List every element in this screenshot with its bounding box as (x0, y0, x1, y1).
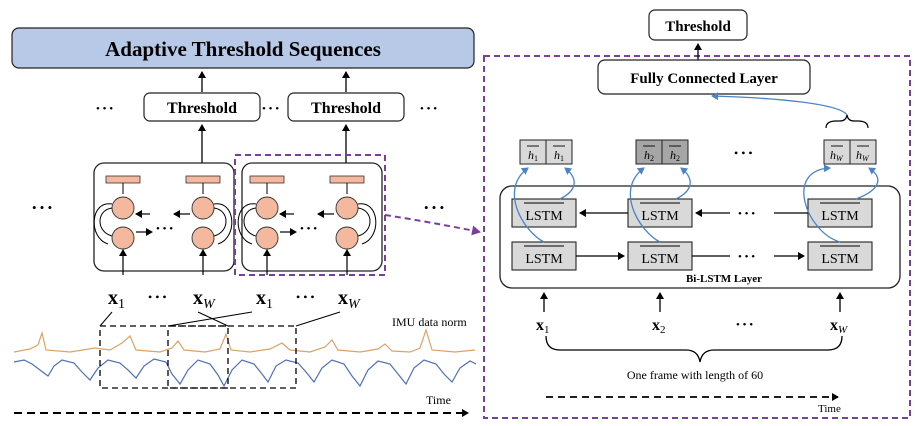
lstm-f-w (807, 241, 873, 271)
left-time-label: Time (426, 393, 451, 407)
hidden-state-w: hW hW (823, 139, 877, 165)
hidden-state-1: h1 h1 (519, 139, 573, 165)
input-ellipsis-1: • • • (148, 290, 167, 304)
left-panel: Adaptive Threshold Sequences • • • Thres… (11, 27, 481, 417)
left-ellipsis-2: • • • (262, 103, 279, 115)
input-x1-b: x1 (256, 287, 273, 312)
svg-text:h2: h2 (644, 148, 654, 163)
right-input-xw: xW (830, 317, 848, 336)
hidden-state-2: h2 h2 (635, 139, 689, 165)
lstm-f-2 (627, 241, 693, 271)
left-ellipsis-1: • • • (96, 103, 113, 115)
window-box-1 (99, 325, 229, 389)
bilstm-label: Bi-LSTM Layer (686, 273, 762, 285)
svg-text:h2: h2 (670, 148, 680, 163)
input-xw-a: xW (193, 287, 216, 312)
svg-text:LSTM: LSTM (821, 209, 859, 224)
lstm-b-w (807, 198, 873, 228)
hidden-brace (825, 114, 869, 129)
threshold-box-1-label: Threshold (167, 100, 237, 117)
lstm-backward-row: LSTM LSTM LSTM • • • (511, 198, 873, 228)
proj-line-4 (197, 311, 229, 327)
svg-text:• • •: • • • (738, 251, 755, 263)
hidden-ellipsis: • • • (734, 146, 753, 160)
right-threshold-box (648, 9, 748, 41)
svg-text:h1: h1 (554, 148, 564, 163)
lstm-forward-row: LSTM LSTM LSTM • • • (511, 241, 873, 271)
fc-layer-box (597, 59, 811, 95)
signal-label: IMU data norm (392, 315, 467, 329)
fc-layer-label: Fully Connected Layer (630, 71, 778, 87)
svg-text:• • •: • • • (738, 208, 755, 220)
frame-brace (545, 335, 843, 363)
threshold-box-1 (143, 92, 261, 122)
blue-output-arrows (513, 164, 879, 243)
lstm-b-1 (511, 198, 577, 228)
svg-text:LSTM: LSTM (641, 252, 679, 267)
svg-text:LSTM: LSTM (821, 252, 859, 267)
left-inputs: x1 • • • xW x1 • • • xW (108, 287, 361, 312)
input-xw-b: xW (338, 287, 361, 312)
proj-line-3 (99, 311, 113, 327)
signal-blue (13, 358, 477, 388)
threshold-box-2-label: Threshold (311, 100, 381, 117)
right-input-x2: x2 (652, 317, 666, 336)
proj-line-1 (167, 311, 253, 327)
zoom-connector (384, 214, 481, 236)
svg-text:• • •: • • • (156, 223, 173, 235)
svg-text:LSTM: LSTM (641, 209, 679, 224)
svg-text:LSTM: LSTM (525, 209, 563, 224)
right-panel: Threshold Fully Connected Layer h1 h1 h2… (499, 9, 901, 415)
banner-title: Adaptive Threshold Sequences (105, 37, 381, 61)
block-ellipsis-right: • • • (424, 200, 444, 215)
svg-text:hW: hW (830, 148, 844, 163)
right-input-x1: x1 (536, 317, 550, 336)
threshold-box-2 (287, 92, 405, 122)
right-time-label: Time (818, 403, 841, 415)
right-panel-border (483, 55, 911, 419)
signal-orange (13, 328, 476, 353)
svg-text:hW: hW (856, 148, 870, 163)
frame-label: One frame with length of 60 (627, 368, 763, 382)
proj-line-2 (295, 311, 341, 327)
bilstm-container (499, 185, 901, 289)
input-x1-a: x1 (108, 287, 125, 312)
rnn-block-2: • • • (237, 162, 383, 275)
left-ellipsis-3: • • • (420, 103, 437, 115)
svg-text:h1: h1 (528, 148, 538, 163)
svg-text:LSTM: LSTM (525, 252, 563, 267)
rnn-block-1: • • • (93, 162, 235, 275)
svg-text:• • •: • • • (300, 223, 317, 235)
window-box-2 (167, 325, 297, 389)
right-input-ellipsis: • • • (736, 319, 753, 331)
input-ellipsis-2: • • • (296, 290, 315, 304)
banner-box (11, 27, 475, 69)
blue-arrow-to-fc (711, 92, 848, 116)
right-threshold-label: Threshold (665, 19, 731, 35)
block-ellipsis-left: • • • (32, 200, 52, 215)
